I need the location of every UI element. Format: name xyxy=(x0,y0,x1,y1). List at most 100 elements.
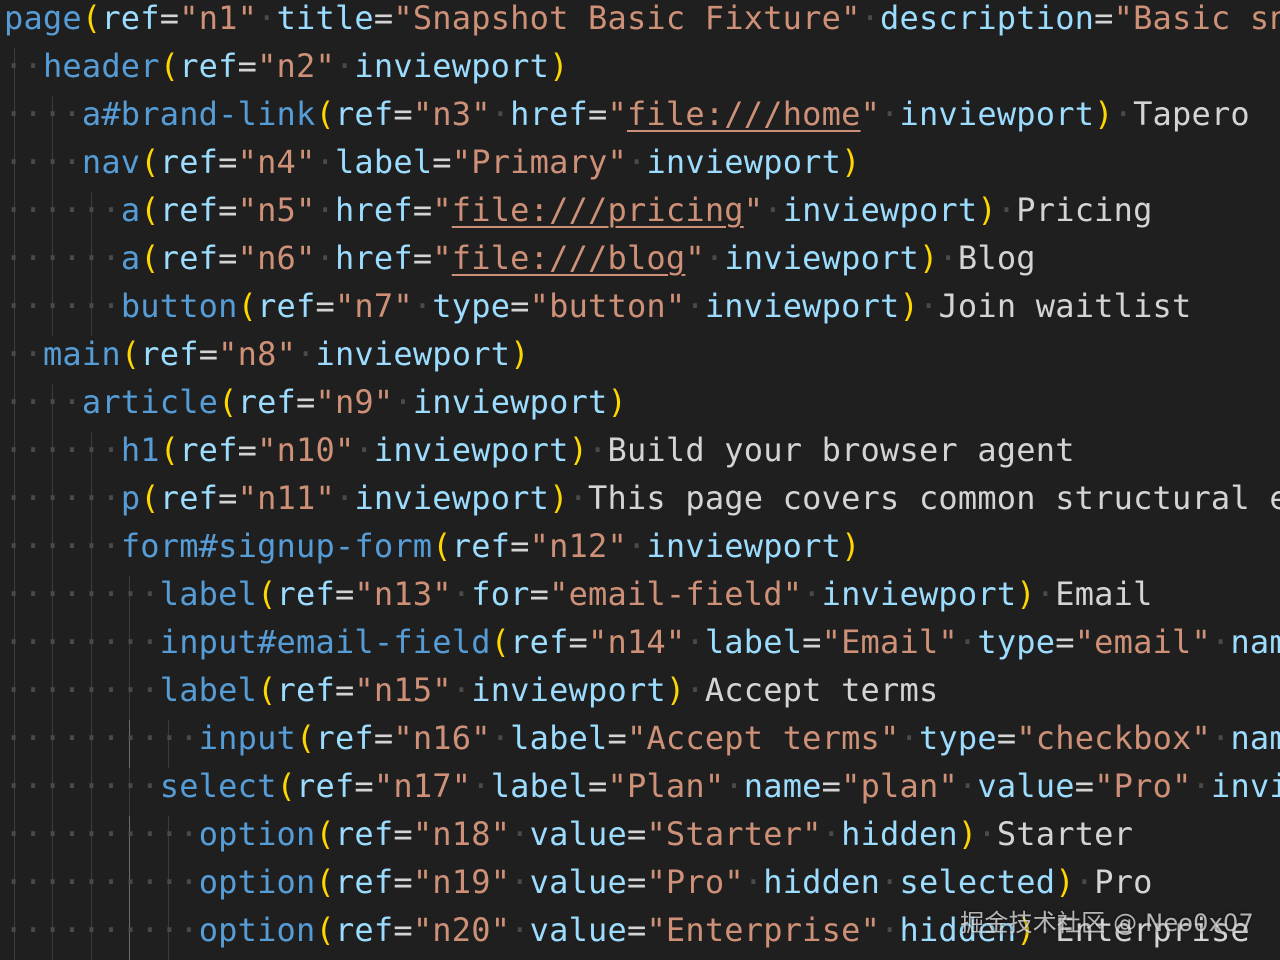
attribute-value: Plan xyxy=(626,767,705,805)
quote: " xyxy=(179,0,199,37)
whitespace-marker: · xyxy=(62,431,82,469)
flag-attribute: hidden xyxy=(841,815,958,853)
whitespace-marker: · xyxy=(1074,863,1095,901)
whitespace-marker: · xyxy=(685,671,705,709)
code-line[interactable]: ····a#brand-link(ref="n3"·href="file:///… xyxy=(0,96,1280,144)
attribute-name: ref xyxy=(159,479,219,517)
open-paren: ( xyxy=(315,863,335,901)
quote: " xyxy=(490,815,511,853)
code-line[interactable]: ······h1(ref="n10"·inviewport)·Build you… xyxy=(0,432,1280,480)
whitespace-marker: · xyxy=(140,767,160,805)
code-line[interactable]: ··········option(ref="n18"·value="Starte… xyxy=(0,816,1280,864)
whitespace-marker: · xyxy=(23,767,43,805)
quote: " xyxy=(315,383,335,421)
quote: " xyxy=(237,143,258,181)
indent-guide xyxy=(13,192,15,240)
equals-sign: = xyxy=(354,767,374,805)
whitespace-marker: · xyxy=(62,287,82,325)
equals-sign: = xyxy=(218,479,238,517)
whitespace-marker: · xyxy=(4,95,24,133)
open-paren: ( xyxy=(140,143,160,181)
code-line[interactable]: ········label(ref="n15"·inviewport)·Acce… xyxy=(0,672,1280,720)
quote: " xyxy=(334,287,355,325)
code-line[interactable]: ··········option(ref="n19"·value="Pro"·h… xyxy=(0,864,1280,912)
indent-guide xyxy=(90,288,92,336)
node-text: Email xyxy=(1055,575,1153,613)
whitespace-marker: · xyxy=(81,527,102,565)
code-line[interactable]: ······button(ref="n7"·type="button"·invi… xyxy=(0,288,1280,336)
attribute-name: ref xyxy=(510,623,569,661)
code-line[interactable]: ····nav(ref="n4"·label="Primary"·inviewp… xyxy=(0,144,1280,192)
indent-guide xyxy=(13,912,15,960)
code-line[interactable]: ··········input(ref="n16"·label="Accept … xyxy=(0,720,1280,768)
open-paren: ( xyxy=(120,335,141,373)
open-paren: ( xyxy=(159,47,180,85)
equals-sign: = xyxy=(821,767,842,805)
flag-attribute: name xyxy=(1230,719,1280,757)
indent-guide xyxy=(90,480,92,528)
indent-guide xyxy=(13,816,15,864)
whitespace-marker: · xyxy=(179,719,199,757)
watermark: 掘金技术社区 @ Neo0x07 xyxy=(960,909,1254,937)
quote: " xyxy=(237,479,258,517)
equals-sign: = xyxy=(296,383,316,421)
attribute-name: for xyxy=(471,575,530,613)
indent-guide xyxy=(52,624,54,672)
quote: " xyxy=(743,191,764,229)
close-paren: ) xyxy=(1016,575,1036,613)
code-line[interactable]: ········input#email-field(ref="n14"·labe… xyxy=(0,624,1280,672)
node-text: Build your browser agent xyxy=(607,431,1075,469)
equals-sign: = xyxy=(529,575,550,613)
code-line[interactable]: ······p(ref="n11"·inviewport)·This page … xyxy=(0,480,1280,528)
quote: " xyxy=(257,431,277,469)
indent-guide xyxy=(167,912,169,960)
code-line[interactable]: ········label(ref="n13"·for="email-field… xyxy=(0,576,1280,624)
indent-guide xyxy=(90,864,92,912)
whitespace-marker: · xyxy=(62,95,82,133)
whitespace-marker: · xyxy=(101,863,121,901)
whitespace-marker: · xyxy=(62,383,82,421)
code-line[interactable]: ··········option(ref="n20"·value="Enterp… xyxy=(0,912,1280,960)
whitespace-marker: · xyxy=(1035,911,1056,949)
code-line[interactable]: ··main(ref="n8"·inviewport) xyxy=(0,336,1280,384)
whitespace-marker: · xyxy=(4,239,24,277)
open-paren: ( xyxy=(140,191,160,229)
code-line[interactable]: ······a(ref="n5"·href="file:///pricing"·… xyxy=(0,192,1280,240)
quote: " xyxy=(626,719,647,757)
open-paren: ( xyxy=(257,575,277,613)
whitespace-marker: · xyxy=(802,575,822,613)
code-line[interactable]: ··header(ref="n2"·inviewport) xyxy=(0,48,1280,96)
whitespace-marker: · xyxy=(704,239,725,277)
attribute-name: label xyxy=(704,623,803,661)
whitespace-marker: · xyxy=(23,527,43,565)
attribute-value: n10 xyxy=(276,431,335,469)
open-paren: ( xyxy=(257,671,277,709)
element-tag: button xyxy=(120,287,238,325)
flag-attribute: hidden xyxy=(899,911,1017,949)
element-tag: option xyxy=(198,911,316,949)
attribute-name: ref xyxy=(276,575,335,613)
code-line[interactable]: page(ref="n1"·title="Snapshot Basic Fixt… xyxy=(0,0,1280,48)
close-paren: ) xyxy=(549,47,569,85)
attribute-value: n7 xyxy=(354,287,394,325)
indent-guide xyxy=(167,720,169,768)
close-paren: ) xyxy=(1055,863,1075,901)
whitespace-marker: · xyxy=(42,815,63,853)
code-line[interactable]: ······form#signup-form(ref="n12"·inviewp… xyxy=(0,528,1280,576)
code-line[interactable]: ······a(ref="n6"·href="file:///blog"·inv… xyxy=(0,240,1280,288)
whitespace-marker: · xyxy=(120,815,141,853)
code-line[interactable]: ····article(ref="n9"·inviewport) xyxy=(0,384,1280,432)
flag-attribute: hidden xyxy=(763,863,881,901)
quote: " xyxy=(393,0,413,37)
whitespace-marker: · xyxy=(4,623,24,661)
code-line[interactable]: ········select(ref="n17"·label="Plan"·na… xyxy=(0,768,1280,816)
whitespace-marker: · xyxy=(23,719,43,757)
code-line-content: ··header(ref="n2"·inviewport) xyxy=(4,48,569,84)
indent-guide xyxy=(90,912,92,960)
whitespace-marker: · xyxy=(510,815,530,853)
quote: " xyxy=(354,575,374,613)
quote: " xyxy=(432,191,452,229)
attribute-name: type xyxy=(918,719,997,757)
